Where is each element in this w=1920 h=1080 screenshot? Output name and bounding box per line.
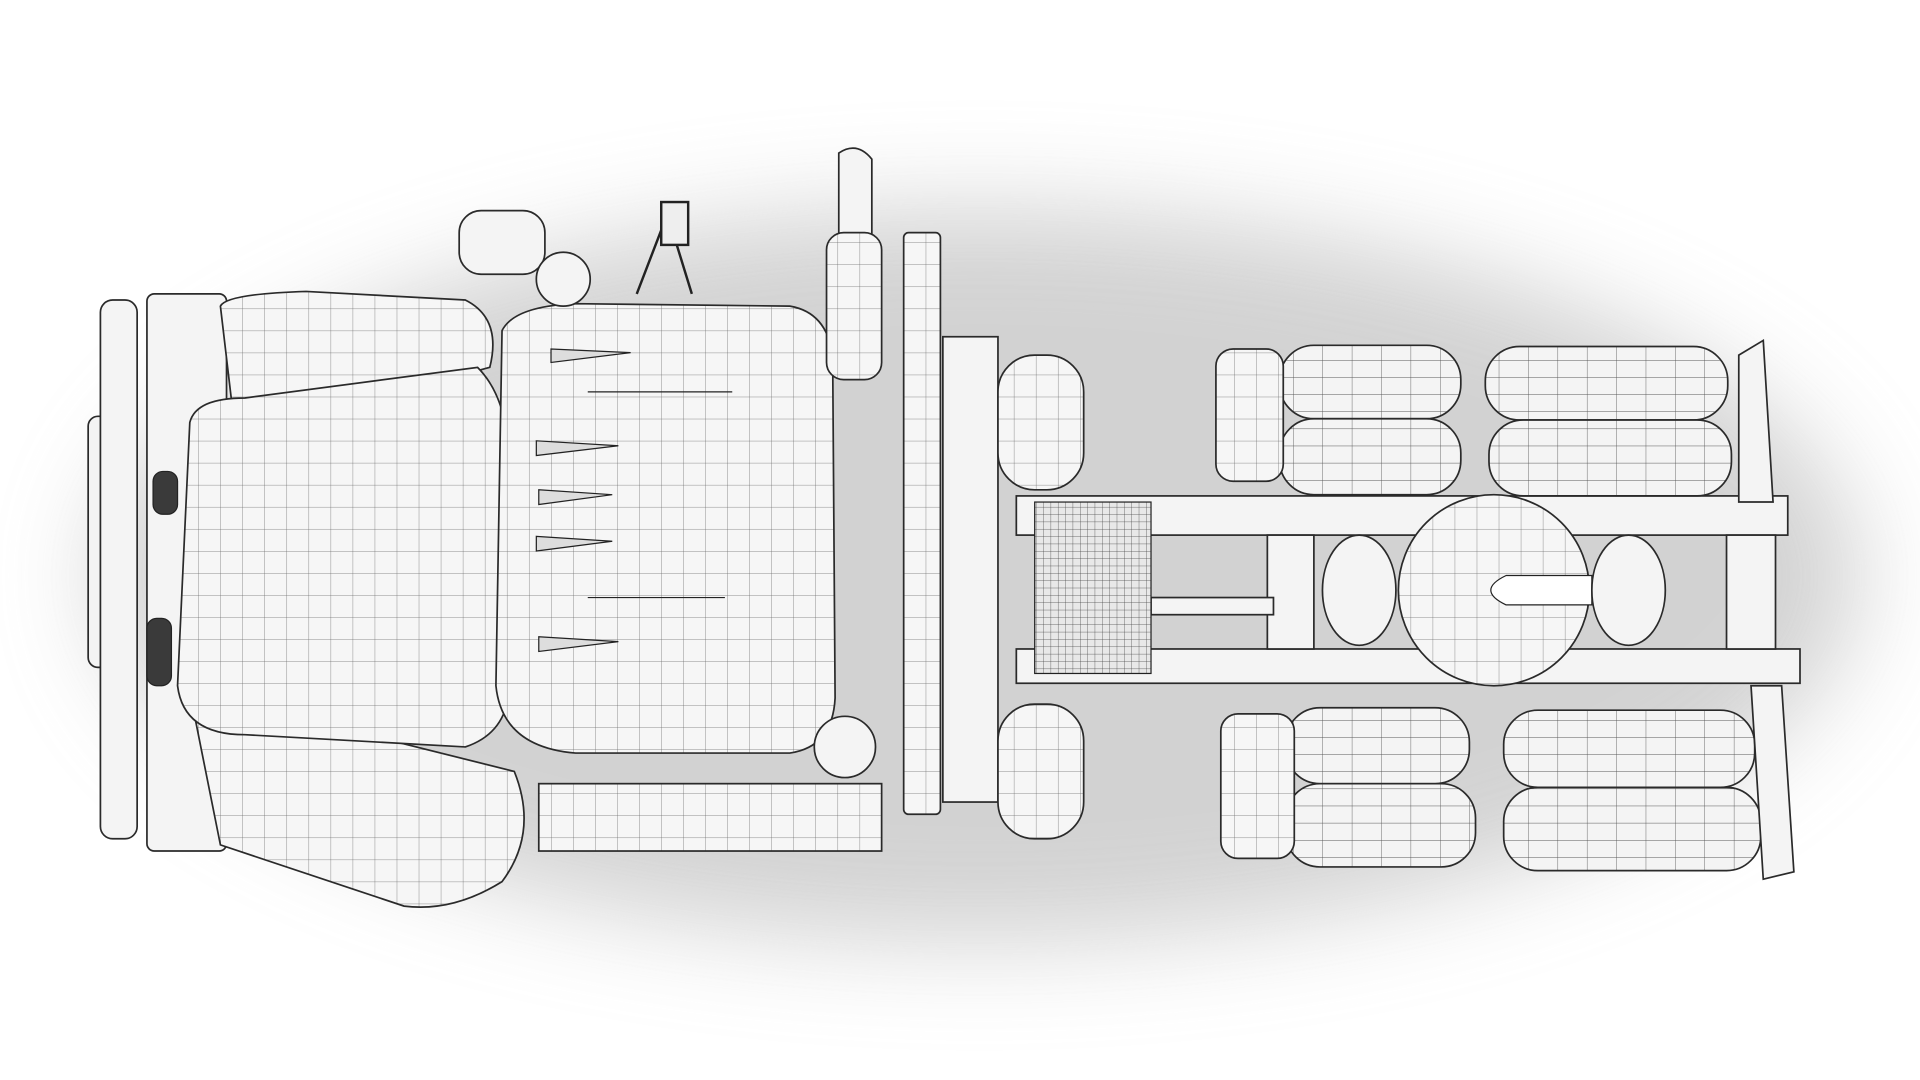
exhaust-stack-bottom	[813, 715, 877, 779]
exhaust-stack-top	[825, 147, 883, 381]
air-cleaner	[458, 209, 592, 307]
fifth-wheel	[1397, 493, 1593, 687]
back-panel	[902, 231, 942, 816]
wheels-front-drive-bottom	[1219, 706, 1477, 868]
cab-marker-lights	[535, 348, 733, 653]
deck-grate	[1034, 501, 1152, 675]
hood	[176, 366, 510, 748]
mudflap-top	[1737, 338, 1774, 503]
mirror-bracket	[635, 200, 694, 295]
mudflap-bottom	[1750, 684, 1795, 881]
cross-member	[1725, 534, 1777, 650]
battery-box	[537, 782, 883, 852]
cross-member	[1266, 534, 1315, 650]
wheels-front-drive-top	[1215, 344, 1462, 496]
fuel-tank-right	[997, 703, 1085, 840]
axle-hub	[1321, 534, 1397, 647]
fender-right	[194, 721, 525, 908]
axle-hub	[1590, 534, 1667, 647]
cab-roof	[495, 302, 836, 754]
wheels-rear-drive-bottom	[1502, 709, 1762, 872]
fuel-tank-left	[997, 354, 1085, 491]
wheels-rear-drive-top	[1484, 345, 1733, 497]
deck-plate	[942, 335, 999, 803]
drive-shaft	[1150, 596, 1275, 616]
